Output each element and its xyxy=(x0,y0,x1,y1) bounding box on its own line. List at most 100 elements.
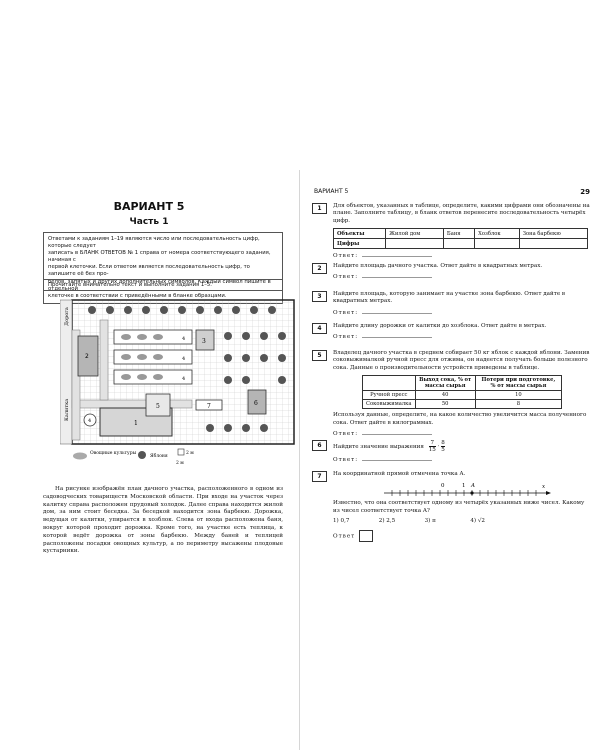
table-header-empty xyxy=(362,375,416,392)
page-number: 29 xyxy=(580,188,590,196)
table-cell: Хозблок xyxy=(474,228,520,240)
object-3-label: 3 xyxy=(202,338,206,345)
task-number: 4 xyxy=(312,323,327,334)
digit-cell[interactable] xyxy=(385,238,444,250)
task-4: 4 Найдите длину дорожки от калитки до хо… xyxy=(312,323,590,340)
legend-apple-icon xyxy=(138,451,146,459)
answer-label: Ответ xyxy=(333,457,356,463)
task-number: 7 xyxy=(312,471,327,482)
digit-cell[interactable] xyxy=(442,238,476,250)
legend-apple-label: Яблоня xyxy=(150,452,168,459)
task-5: 5 Владелец дачного участка в среднем соб… xyxy=(312,350,590,437)
option-1[interactable]: 1) 0,7 xyxy=(333,518,350,525)
object-7 xyxy=(195,399,223,411)
task-text: Для объектов, указанных в таблице, опред… xyxy=(333,203,590,224)
page-spine xyxy=(299,170,300,750)
site-plan-drawing: Дорога Калитка 2 4 4 4 3 xyxy=(59,299,295,466)
instructions-line: Ответами к заданиям 1–19 являются число … xyxy=(48,236,260,250)
axis-arrow xyxy=(546,491,551,496)
digit-cell[interactable] xyxy=(518,238,589,250)
answer-field[interactable] xyxy=(362,460,433,461)
instructions-line: клеточке в соответствии с приведёнными в… xyxy=(48,292,227,299)
object-2 xyxy=(77,335,99,377)
answer-field[interactable] xyxy=(362,434,433,436)
answer-field[interactable] xyxy=(362,337,433,339)
fraction-denominator: 15 xyxy=(428,447,436,453)
tick-label-0: 0 xyxy=(441,483,445,489)
answer-line: Ответ: xyxy=(333,431,590,437)
task-number: 1 xyxy=(312,203,327,214)
answer-label: Ответ xyxy=(333,334,356,341)
task-text: Известно, что она соответствует одному и… xyxy=(333,500,585,514)
bed-label: 4 xyxy=(182,356,185,362)
answer-line: Ответ: xyxy=(333,310,590,316)
answer-label: Ответ xyxy=(333,309,356,316)
table-cell: Ручной пресс xyxy=(362,390,416,401)
option-4[interactable]: 4) √2 xyxy=(470,518,485,525)
options-row: 1) 0,7 2) 2,5 3) π 4) √2 xyxy=(333,518,590,524)
table-cell: 8 xyxy=(474,399,563,410)
option-3[interactable]: 3) π xyxy=(424,518,436,525)
legend-vegetable-label: Овощные культуры xyxy=(90,450,137,456)
fraction-1: 7 15 xyxy=(428,440,436,453)
read-note: Прочитайте внимательно текст и выполните… xyxy=(43,279,283,291)
answer-field[interactable] xyxy=(362,256,433,258)
table-cell: 40 xyxy=(414,390,476,401)
answer-box[interactable] xyxy=(359,530,374,543)
number-line-ticks xyxy=(391,490,537,497)
task-text-main: Найдите значение выражения xyxy=(333,444,424,450)
site-plan: Дорога Калитка 2 4 4 4 3 xyxy=(59,296,300,476)
option-2[interactable]: 2) 2,5 xyxy=(378,518,396,525)
task-number: 5 xyxy=(312,350,327,361)
object-4-pond xyxy=(83,413,97,427)
apple-trees xyxy=(88,306,286,432)
axis-x-label: x xyxy=(542,484,546,490)
table-header: Объекты xyxy=(332,228,387,240)
task-text: Найдите значение выражения 7 15 · 8 5 xyxy=(333,440,590,453)
fraction-2: 8 5 xyxy=(441,440,445,453)
fraction-denominator: 5 xyxy=(441,447,445,453)
scale-label-bottom: 2 м xyxy=(176,460,184,466)
table-header: Выход сока, % от массы сырья xyxy=(414,375,476,392)
answer-label: Ответ xyxy=(333,533,356,540)
table-cell: Зона барбекю xyxy=(518,228,589,240)
path xyxy=(71,399,193,409)
answer-label: Ответ xyxy=(333,274,356,281)
object-6-label: 6 xyxy=(254,400,258,407)
scale-label-right: 2 м xyxy=(186,450,194,456)
bed-label: 4 xyxy=(182,336,185,342)
part-title: Часть 1 xyxy=(129,217,169,227)
objects-table: Объекты Жилой дом Баня Хозблок Зона барб… xyxy=(332,228,589,250)
task-6: 6 Найдите значение выражения 7 15 · 8 5 … xyxy=(312,440,590,463)
number-line: 0 1 A x xyxy=(384,483,551,497)
object-2-label: 2 xyxy=(85,353,89,360)
instructions-line: записать в БЛАНК ОТВЕТОВ № 1 справа от н… xyxy=(48,250,271,264)
task-3: 3 Найдите площадь, которую занимает на у… xyxy=(312,291,590,316)
path xyxy=(71,329,81,441)
vegetable-marks xyxy=(121,334,163,380)
task-text: Найдите площадь, которую занимает на уча… xyxy=(333,291,566,305)
story-text: На рисунке изображён план дачного участк… xyxy=(43,486,283,556)
task-2: 2 Найдите площадь дачного участка. Ответ… xyxy=(312,263,590,280)
juice-table: Выход сока, % от массы сырья Потери при … xyxy=(362,375,563,410)
table-cell: Баня xyxy=(442,228,476,240)
answer-field[interactable] xyxy=(362,312,433,314)
legend-vegetable-icon xyxy=(73,452,87,460)
answer-line: Ответ: xyxy=(333,253,590,259)
gate-label: Калитка xyxy=(64,399,70,421)
object-1-label: 1 xyxy=(134,420,138,427)
table-header: Цифры xyxy=(332,238,387,250)
point-a xyxy=(470,491,474,496)
answer-field[interactable] xyxy=(362,277,433,279)
task-1: 1 Для объектов, указанных в таблице, опр… xyxy=(312,203,590,259)
road-label: Дорога xyxy=(64,307,70,326)
task-number: 3 xyxy=(312,291,327,302)
object-4-label: 4 xyxy=(88,418,91,424)
digit-cell[interactable] xyxy=(474,238,520,250)
table-cell: 50 xyxy=(414,399,476,410)
task-7: 7 На координатной прямой отмечена точка … xyxy=(312,471,590,543)
story-paragraph: На рисунке изображён план дачного участк… xyxy=(43,486,283,555)
answer-label: Ответ xyxy=(333,431,356,438)
running-head: ВАРИАНТ 5 29 xyxy=(314,188,590,198)
instructions-box: Ответами к заданиям 1–19 являются число … xyxy=(43,232,283,304)
